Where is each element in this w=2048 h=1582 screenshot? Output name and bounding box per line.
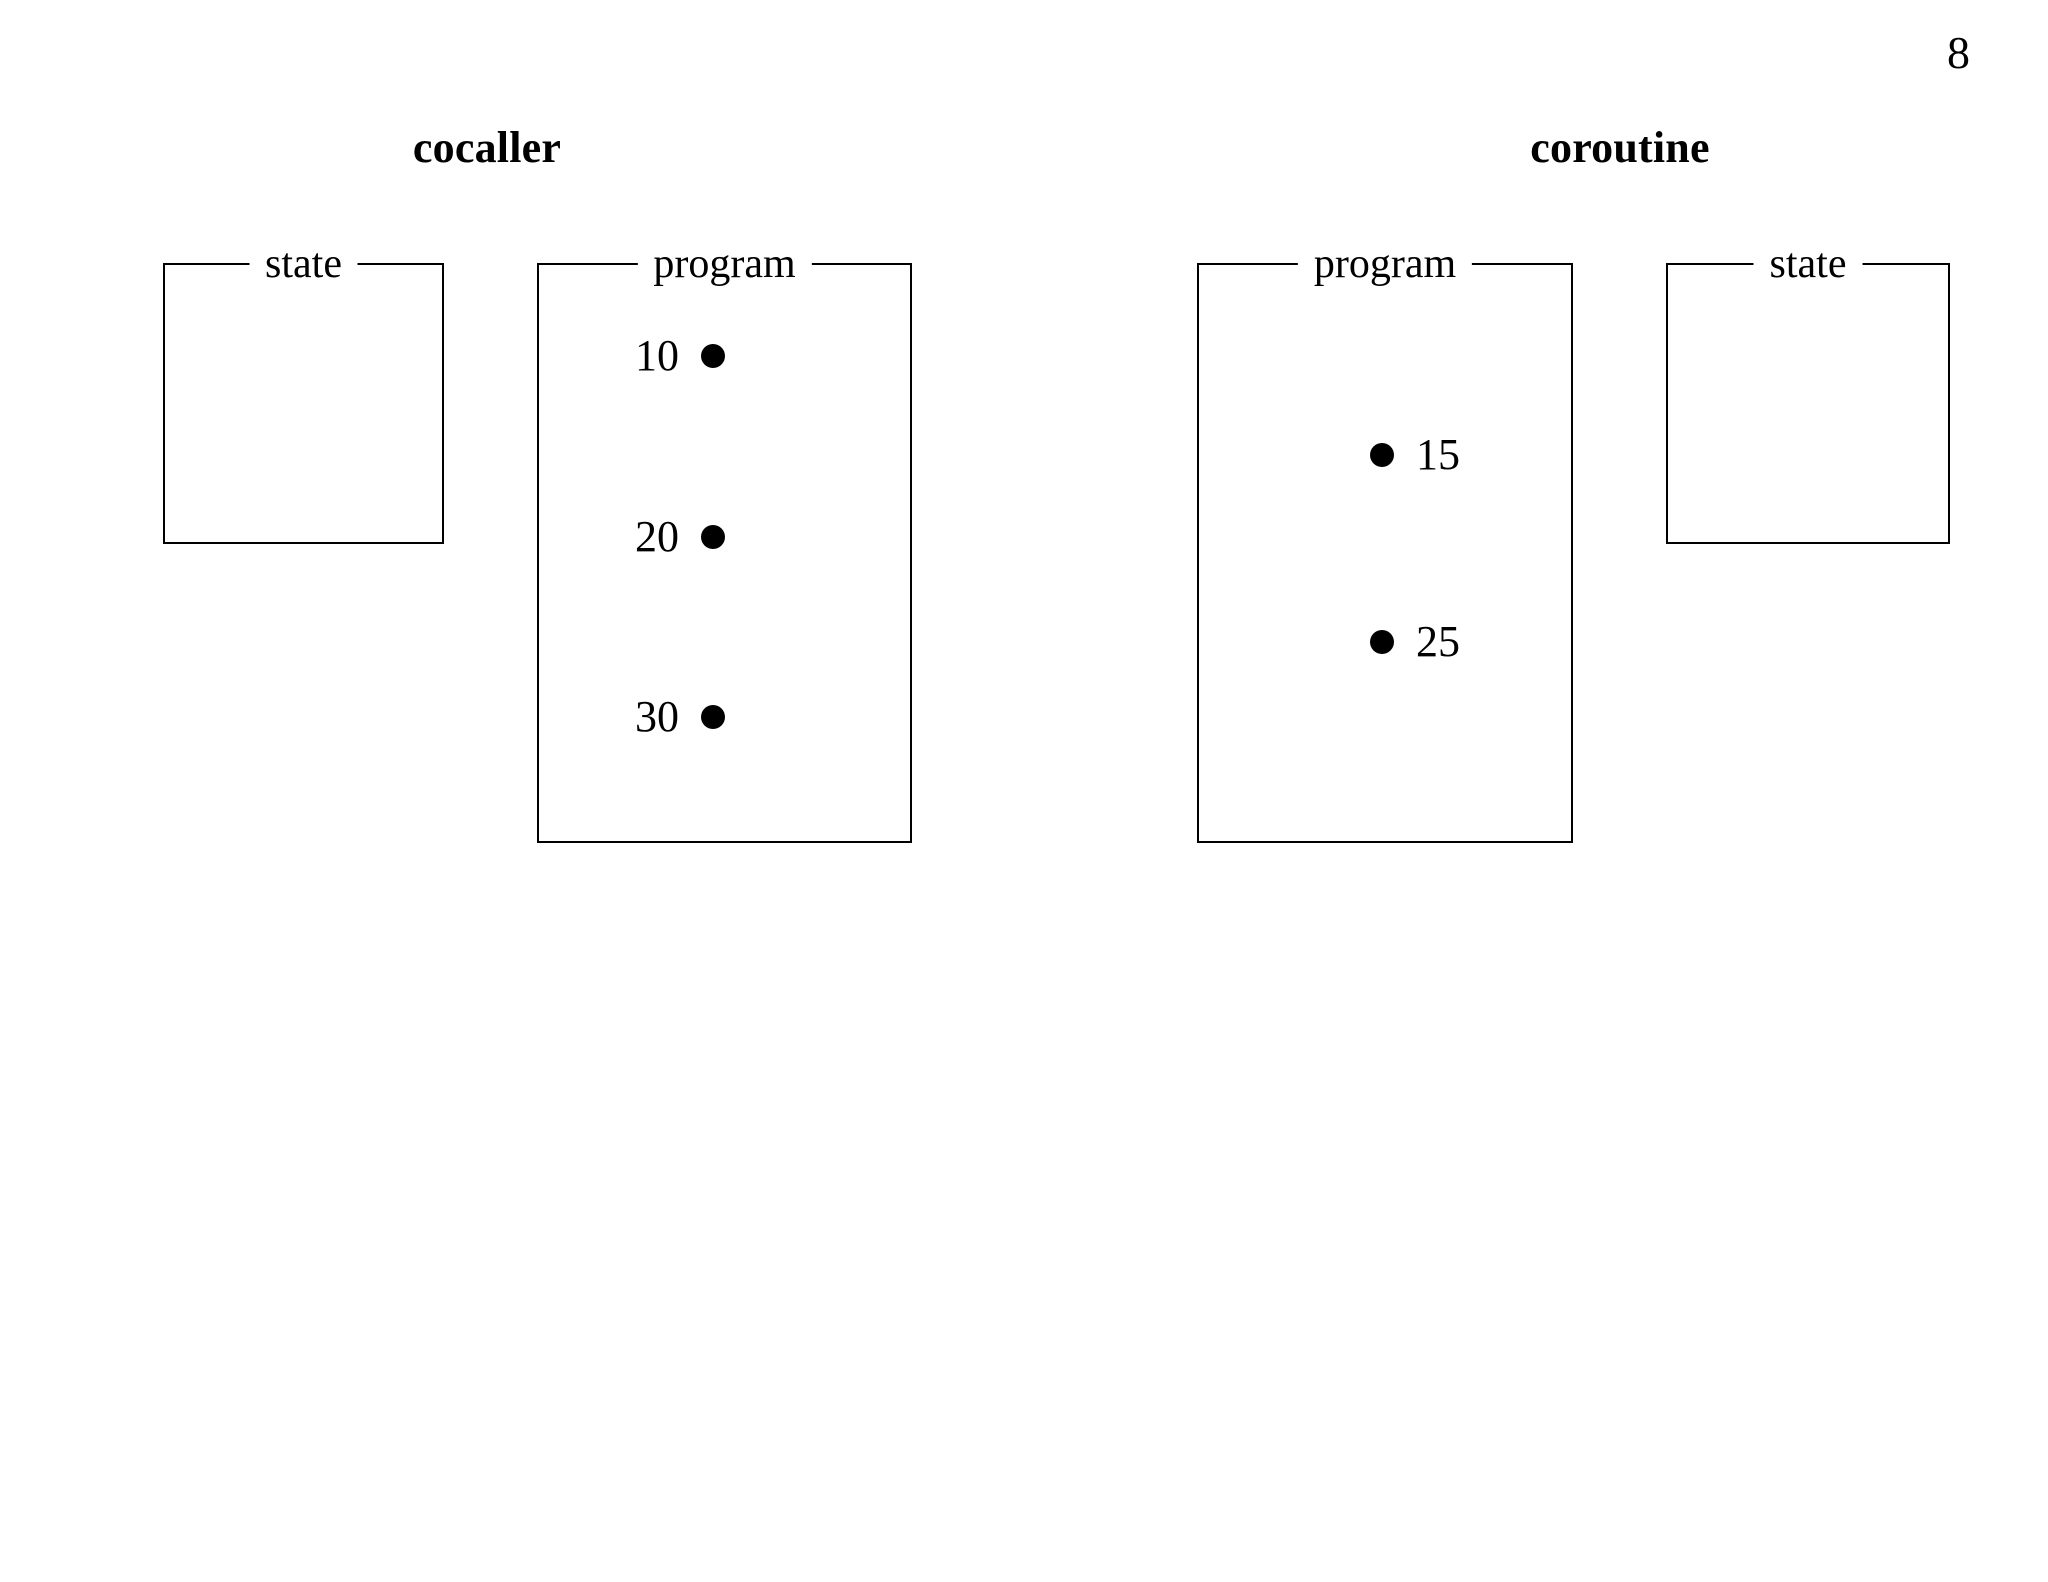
program-line-label-10: 10	[635, 331, 679, 380]
box-cocaller-program: program	[537, 235, 912, 843]
program-line-label-15: 15	[1416, 430, 1460, 479]
bullet-icon	[701, 344, 725, 368]
box-cocaller-state: state	[163, 235, 444, 544]
box-coroutine-program: program	[1197, 235, 1573, 843]
program-line-label-25: 25	[1416, 617, 1460, 666]
program-line-label-30: 30	[635, 692, 679, 741]
program-line-15: 15	[1370, 427, 1460, 483]
bullet-icon	[1370, 443, 1394, 467]
box-legend-coroutine-state: state	[1753, 235, 1863, 293]
column-title-coroutine: coroutine	[1530, 123, 1710, 172]
bullet-icon	[701, 705, 725, 729]
box-legend-cocaller-state: state	[249, 235, 358, 293]
box-legend-cocaller-program: program	[637, 235, 812, 293]
program-line-20: 20	[635, 509, 725, 565]
program-line-30: 30	[635, 689, 725, 745]
program-line-label-20: 20	[635, 512, 679, 561]
bullet-icon	[701, 525, 725, 549]
box-coroutine-state: state	[1666, 235, 1950, 544]
page-number: 8	[1947, 27, 1970, 78]
bullet-icon	[1370, 630, 1394, 654]
column-title-cocaller: cocaller	[412, 123, 562, 172]
box-legend-coroutine-program: program	[1297, 235, 1473, 293]
program-line-10: 10	[635, 328, 725, 384]
program-line-25: 25	[1370, 614, 1460, 670]
